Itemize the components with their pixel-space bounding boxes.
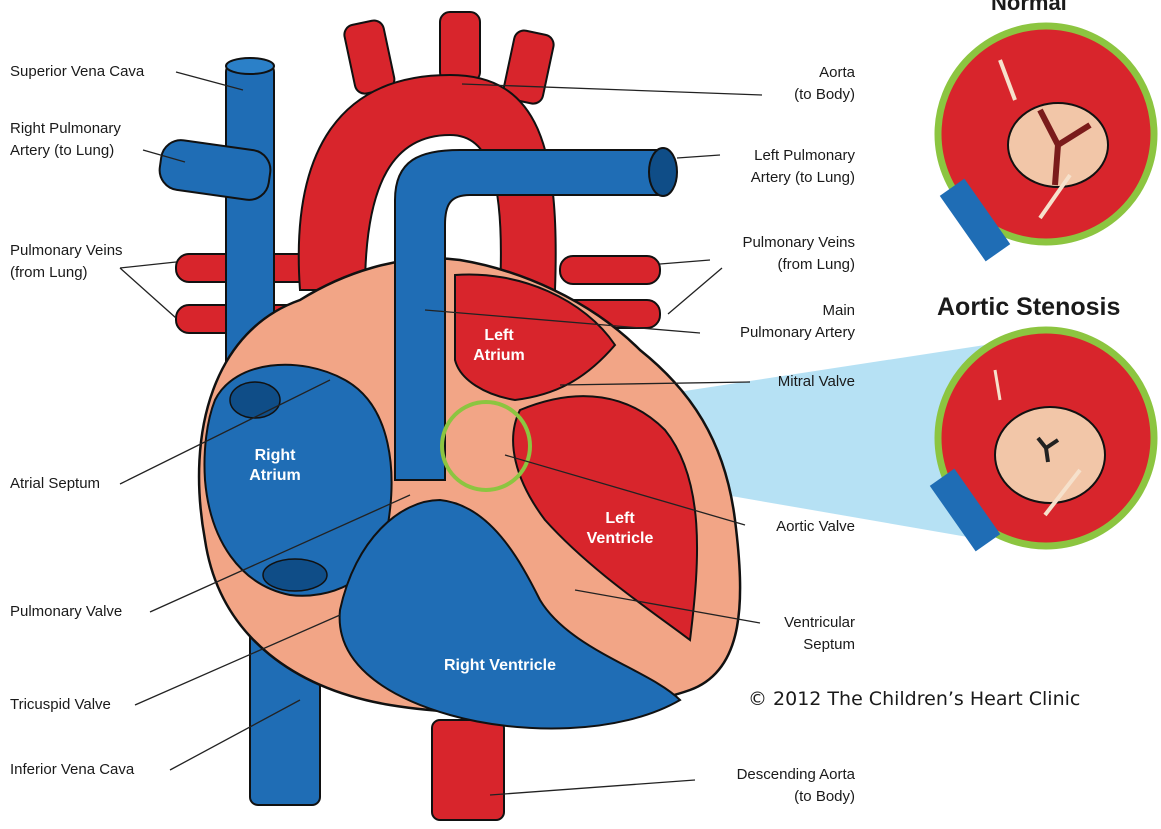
label-pulmonary-veins-right-line-1: Pulmonary Veins <box>700 232 855 254</box>
label-ventricular-septum: Ventricular Septum <box>700 612 855 656</box>
label-right-pulmonary-artery: Right Pulmonary Artery (to Lung) <box>10 118 121 162</box>
chamber-right-atrium: Right Atrium <box>240 446 310 486</box>
label-ventricular-septum-line-1: Ventricular <box>700 612 855 634</box>
label-main-pulmonary-artery: Main Pulmonary Artery <box>700 300 855 344</box>
chamber-left-ventricle-line-1: Left <box>575 509 665 529</box>
copyright-notice: © 2012 The Children’s Heart Clinic <box>748 688 1080 710</box>
chamber-right-atrium-line-1: Right <box>240 446 310 466</box>
label-mitral-valve: Mitral Valve <box>700 371 855 393</box>
label-aorta: Aorta (to Body) <box>700 62 855 106</box>
chamber-left-ventricle: Left Ventricle <box>575 509 665 549</box>
left-pulmonary-artery-opening <box>649 148 677 196</box>
label-atrial-septum: Atrial Septum <box>10 473 100 495</box>
descending-aorta <box>432 720 504 820</box>
stenosis-valve-inset <box>930 330 1154 551</box>
inset-title-aortic-stenosis: Aortic Stenosis <box>937 293 1120 322</box>
label-pulmonary-veins-left-line-2: (from Lung) <box>10 262 123 284</box>
label-pulmonary-veins-left: Pulmonary Veins (from Lung) <box>10 240 123 284</box>
label-aorta-line-1: Aorta <box>700 62 855 84</box>
chamber-left-atrium-line-2: Atrium <box>468 346 530 366</box>
label-pulmonary-veins-right-line-2: (from Lung) <box>700 254 855 276</box>
label-pulmonary-veins-left-line-1: Pulmonary Veins <box>10 240 123 262</box>
chamber-right-atrium-line-2: Atrium <box>240 466 310 486</box>
label-pulmonary-veins-right: Pulmonary Veins (from Lung) <box>700 232 855 276</box>
label-aortic-valve: Aortic Valve <box>700 516 855 538</box>
label-pulmonary-valve: Pulmonary Valve <box>10 601 122 623</box>
label-main-pulmonary-artery-line-2: Pulmonary Artery <box>700 322 855 344</box>
normal-valve-inset <box>938 26 1154 261</box>
chamber-left-atrium-line-1: Left <box>468 326 530 346</box>
label-main-pulmonary-artery-line-1: Main <box>700 300 855 322</box>
label-right-pulmonary-artery-line-2: Artery (to Lung) <box>10 140 121 162</box>
aorta-branch-2 <box>440 12 480 82</box>
label-left-pulmonary-artery: Left Pulmonary Artery (to Lung) <box>700 145 855 189</box>
inset-title-normal: Normal <box>991 0 1067 16</box>
label-left-pulmonary-artery-line-1: Left Pulmonary <box>700 145 855 167</box>
label-tricuspid-valve: Tricuspid Valve <box>10 694 111 716</box>
chamber-left-ventricle-line-2: Ventricle <box>575 529 665 549</box>
label-superior-vena-cava: Superior Vena Cava <box>10 61 144 83</box>
chamber-right-ventricle: Right Ventricle <box>425 656 575 676</box>
label-inferior-vena-cava: Inferior Vena Cava <box>10 759 134 781</box>
label-right-pulmonary-artery-line-1: Right Pulmonary <box>10 118 121 140</box>
label-ventricular-septum-line-2: Septum <box>700 634 855 656</box>
label-aorta-line-2: (to Body) <box>700 84 855 106</box>
label-left-pulmonary-artery-line-2: Artery (to Lung) <box>700 167 855 189</box>
label-descending-aorta: Descending Aorta (to Body) <box>680 764 855 808</box>
label-descending-aorta-line-2: (to Body) <box>680 786 855 808</box>
chamber-left-atrium: Left Atrium <box>468 326 530 366</box>
label-descending-aorta-line-1: Descending Aorta <box>680 764 855 786</box>
pulmonary-vein-right-upper <box>560 256 660 284</box>
